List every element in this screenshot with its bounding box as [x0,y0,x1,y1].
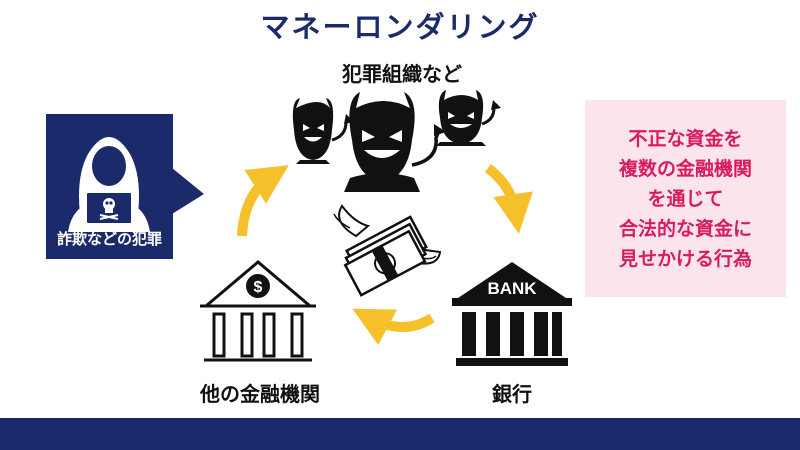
footer-bar [0,418,800,450]
definition-box: 不正な資金を 複数の金融機関 を通じて 合法的な資金に 見せかける行為 [585,100,786,297]
definition-line: 合法的な資金に [618,217,752,240]
other-institution-label: 他の金融機関 [200,382,320,406]
institution-building-icon [200,260,316,362]
dollar-coin-icon: $ [246,274,270,298]
fraud-crime-label: 詐欺などの犯罪 [56,230,162,248]
devil-icon-left [292,98,354,164]
bank-sign: BANK [487,279,537,298]
arrow-devil-to-bank [484,164,533,234]
fraud-crime-box: 詐欺などの犯罪 [46,114,173,259]
devil-icon-right [436,90,501,146]
bank-label: 銀行 [492,382,532,406]
speech-tail [172,168,204,214]
criminal-group-label: 犯罪組織など [342,62,462,86]
definition-line: 不正な資金を [628,127,743,150]
definition-line: を通じて [647,187,724,210]
flying-money-icon [333,204,442,297]
devil-icon-center [344,92,446,192]
page-title: マネーロンダリング [260,10,540,44]
arrow-institution-to-devil [237,165,289,237]
bank-building-icon [452,262,572,366]
definition-line: 見せかける行為 [618,247,752,270]
hacker-icon [68,137,150,232]
svg-text:$: $ [254,279,263,296]
arrow-bank-to-institution [352,308,435,346]
definition-line: 複数の金融機関 [618,157,752,180]
